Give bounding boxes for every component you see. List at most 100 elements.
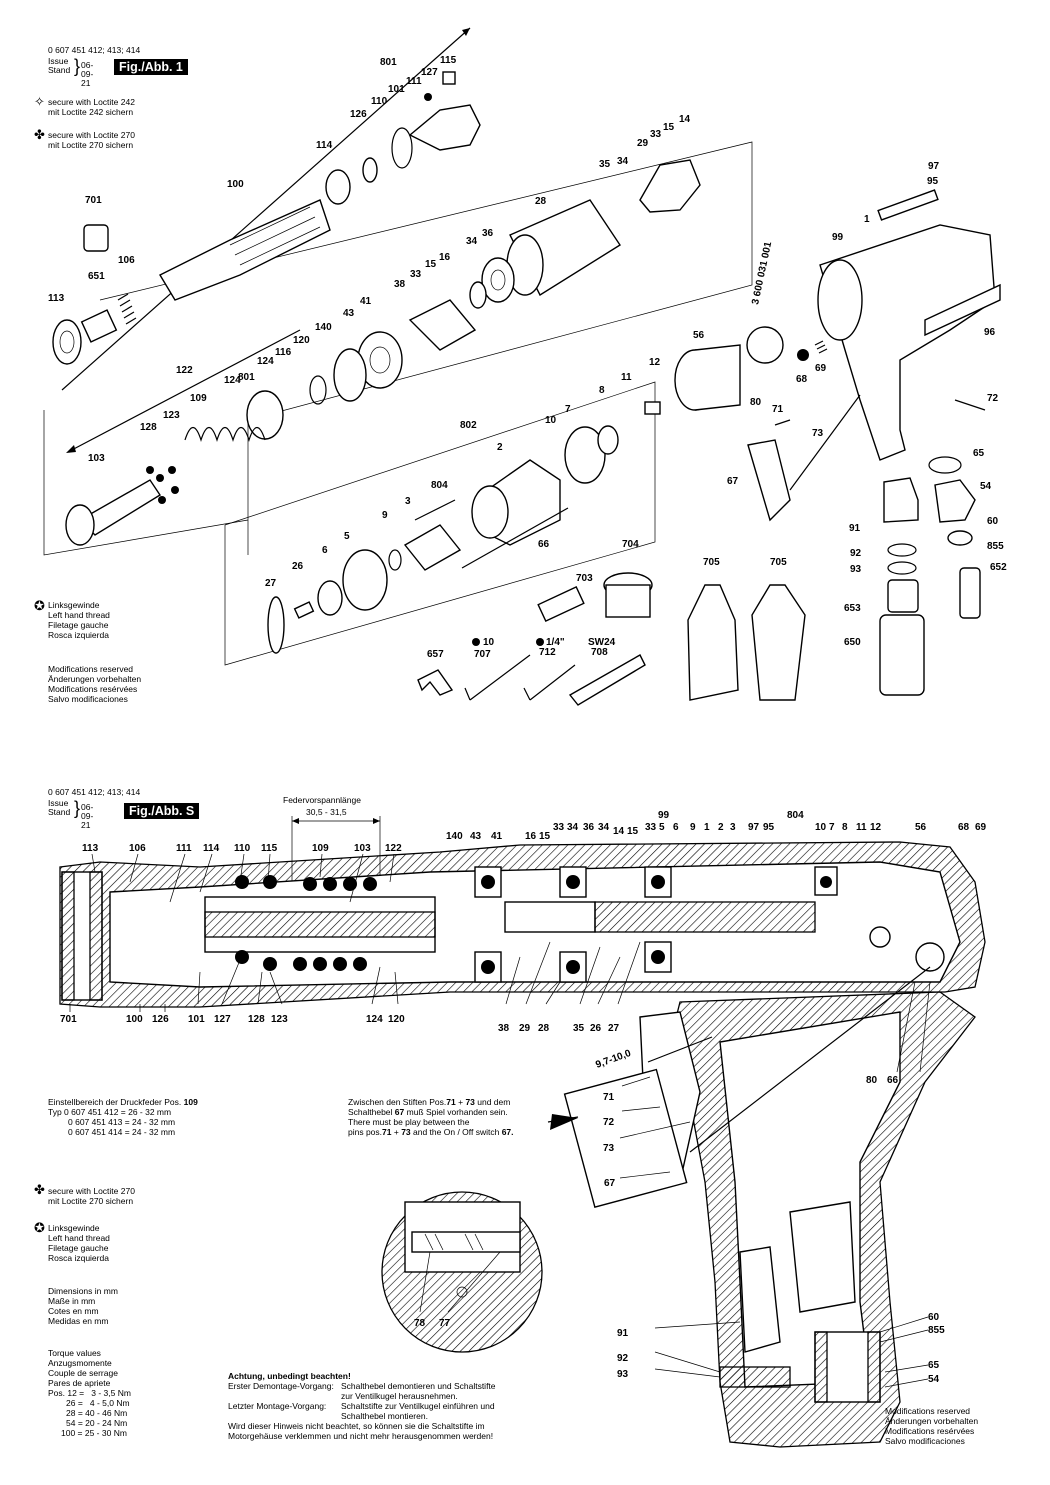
handle-705-b [751, 584, 806, 701]
part-number-label: 69 [975, 822, 987, 833]
part-number-label: 101 [388, 84, 405, 95]
part-number-label: 8 [599, 385, 605, 396]
play-note: Zwischen den Stiften Pos.71 + 73 und dem… [348, 1097, 514, 1137]
part-number-label: 33 [645, 822, 657, 833]
key-804 [414, 499, 456, 521]
part-number-label: 66 [887, 1075, 899, 1086]
tool-708-size: SW24 [588, 637, 616, 648]
part-number-label: 1 [704, 822, 710, 833]
part-number-label: 651 [88, 271, 105, 282]
washer-140 [309, 375, 327, 405]
part-number-label: 29 [637, 138, 649, 149]
part-number-label: 15 [663, 122, 675, 133]
part-number-label: 124 [366, 1014, 383, 1025]
part-number-label: 126 [152, 1014, 169, 1025]
silencer-650 [879, 614, 925, 696]
part-number-label: 111 [406, 76, 422, 87]
spindle-103 [65, 479, 161, 546]
part-number-label: 93 [850, 564, 862, 575]
washer-9 [388, 549, 402, 571]
part-number-label: 38 [394, 279, 406, 290]
switch-pin-73 [689, 966, 931, 1153]
modifications-notice: Modifications reserved Änderungen vorbeh… [885, 1406, 979, 1446]
part-number-label: 65 [928, 1360, 940, 1371]
ring-114 [325, 169, 351, 205]
sleeve-56 [674, 344, 741, 411]
part-number-label: 106 [129, 843, 146, 854]
part-number-label: 65 [973, 448, 985, 459]
part-number-label: 126 [350, 109, 367, 120]
valve-plate-80 [746, 326, 784, 364]
part-number-label: 16 [525, 831, 537, 842]
part-number-label: 34 [598, 822, 610, 833]
issue-stand: Issue Stand } 06-09-21 [48, 56, 94, 88]
pin-71 [774, 419, 791, 426]
o-ring-92 [887, 543, 917, 557]
o-ring-65 [928, 456, 962, 474]
part-number-label: 2 [497, 442, 503, 453]
part-number-label: 11 [621, 372, 632, 383]
figure-label: Fig./Abb. S [124, 803, 200, 819]
spindle-101 [408, 104, 481, 151]
part-number-label: 113 [82, 843, 99, 854]
part-number-label: 10 [815, 822, 827, 833]
valve-detail-circle [381, 1191, 543, 1353]
stamp-number: 3 600 031 001 [750, 240, 774, 305]
part-number-label: 801 [380, 57, 397, 68]
part-number-label: 68 [796, 374, 808, 385]
part-number-label: 15 [627, 826, 639, 837]
part-number-label: 95 [763, 822, 775, 833]
part-number-label: 114 [203, 843, 220, 854]
part-number-label: 73 [812, 428, 824, 439]
part-number-label: 120 [293, 335, 310, 346]
rotor-3 [403, 524, 462, 571]
o-ring-93 [887, 561, 917, 575]
ball-68 [797, 349, 809, 361]
group-frame-2 [43, 410, 249, 556]
part-number-label: 92 [617, 1353, 629, 1364]
part-number-label: 33 [410, 269, 422, 280]
sectional-drawing: 1131061111141101151091031221404341161533… [59, 810, 987, 1448]
part-number-label: 69 [815, 363, 827, 374]
spring-range-note: Einstellbereich der Druckfeder Pos. 109 … [48, 1097, 198, 1137]
pin-73 [789, 394, 861, 491]
part-number-label: 701 [85, 195, 102, 206]
part-number-label: 703 [576, 573, 593, 584]
part-number-label: 96 [984, 327, 996, 338]
part-number-label: 60 [928, 1312, 940, 1323]
part-number-label: 97 [928, 161, 940, 172]
part-number-label: 26 [590, 1023, 602, 1034]
part-number-label: 9 [690, 822, 696, 833]
part-number-label: 77 [439, 1318, 451, 1329]
part-number-label: 12 [649, 357, 661, 368]
part-number-label: 99 [832, 232, 844, 243]
legend-loctite-270: secure with Loctite 270 mit Loctite 270 … [48, 130, 135, 150]
part-number-label: 5 [344, 531, 350, 542]
part-number-label: 33 [553, 822, 565, 833]
figure-label: Fig./Abb. 1 [114, 59, 188, 75]
part-number-label: 6 [673, 822, 679, 833]
part-number-label: 701 [60, 1014, 77, 1025]
hex-quarter-icon [536, 638, 544, 646]
spring-length-label: Federvorspannlänge [283, 795, 361, 805]
part-number-label: 38 [498, 1023, 510, 1034]
left-hand-thread-icon: ✪ [34, 598, 45, 613]
left-hand-thread-legend: Linksgewinde Left hand thread Filetage g… [48, 1223, 110, 1263]
handle-section [669, 966, 976, 1448]
part-number-label: 41 [491, 831, 503, 842]
part-number-label: 26 [292, 561, 304, 572]
part-number-label: 3 [405, 496, 411, 507]
part-number-label: 14 [679, 114, 691, 125]
bearing-6 [317, 580, 343, 616]
spring-106 [117, 293, 137, 325]
part-number-label: 12 [870, 822, 882, 833]
part-number-label: 72 [603, 1117, 615, 1128]
dimensions-note: Dimensions in mm Maße in mm Cotes en mm … [48, 1286, 118, 1326]
part-number-label: 122 [385, 843, 402, 854]
cage-43 [333, 348, 367, 402]
part-number-label: 712 [539, 647, 556, 658]
part-number-label: 657 [427, 649, 444, 660]
spring-69 [814, 340, 828, 354]
